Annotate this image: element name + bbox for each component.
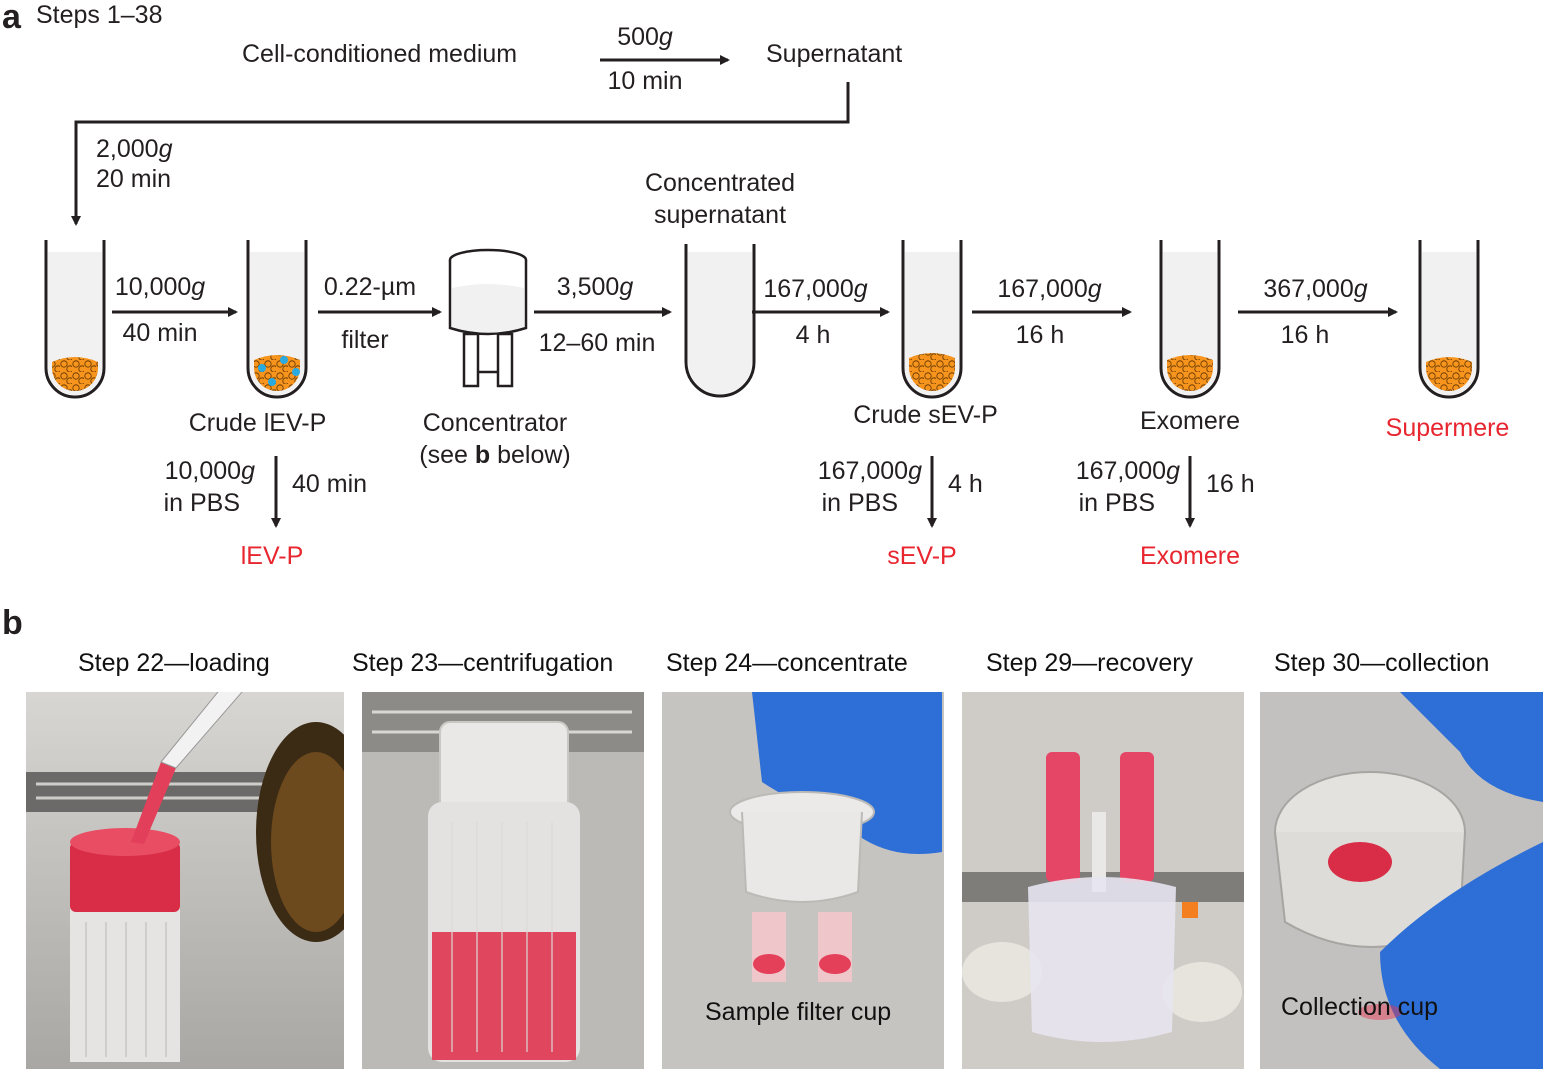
concentrator-device-icon [448, 248, 528, 388]
photo-recovery [962, 692, 1244, 1069]
filter-label: filter [341, 326, 389, 354]
tube-supermere [1418, 240, 1480, 399]
exomere-intermediate-label: Exomere [1139, 407, 1241, 435]
concentrator-label-1: Concentrator [422, 409, 568, 437]
photo-concentrate [662, 692, 944, 1069]
wash2-medium: in PBS [821, 489, 898, 517]
concentrator-label-2: (see b below) [419, 441, 571, 469]
photo-caption-collection: Step 30—collection [1274, 649, 1490, 677]
photo-caption-centrifugation: Step 23—centrifugation [352, 649, 614, 677]
spin3-time: 40 min [122, 319, 198, 347]
panel-b-letter: b [2, 604, 23, 642]
photo-caption-recovery: Step 29—recovery [986, 649, 1194, 677]
tube-crude-sev [901, 240, 963, 399]
photo-centrifugation [362, 692, 644, 1069]
wash3-speed: 167,000g [1075, 457, 1180, 485]
arrow-spin2 [71, 82, 850, 226]
spin1-speed: 500g [617, 23, 673, 51]
spin4-speed: 3,500g [556, 273, 634, 301]
spin6-time: 16 h [1015, 321, 1065, 349]
tube-2000g [44, 240, 106, 399]
photo-caption-concentrate: Step 24—concentrate [666, 649, 908, 677]
supermere-product: Supermere [1385, 414, 1510, 442]
wash2-speed: 167,000g [817, 457, 922, 485]
filter-size: 0.22-µm [323, 273, 417, 301]
spin6-speed: 167,000g [997, 275, 1102, 303]
spin1-time: 10 min [607, 67, 683, 95]
photo-loading [26, 692, 344, 1069]
exomere-product: Exomere [1139, 542, 1241, 570]
concentrated-supernatant-label-1: Concentrated [644, 169, 796, 197]
spin5-speed: 167,000g [763, 275, 868, 303]
tube-exomere [1159, 240, 1221, 399]
collection-cup-label: Collection cup [1281, 993, 1439, 1021]
wash1-time: 40 min [292, 470, 368, 498]
spin7-speed: 367,000g [1263, 275, 1368, 303]
tube-concentrated-supernatant [684, 244, 756, 398]
spin5-time: 4 h [795, 321, 831, 349]
source-medium-label: Cell-conditioned medium [242, 40, 518, 68]
crude-lev-label: Crude lEV-P [188, 409, 327, 437]
wash1-medium: in PBS [163, 489, 240, 517]
wash3-medium: in PBS [1078, 489, 1155, 517]
flow-diagram [44, 55, 1480, 528]
spin3-speed: 10,000g [114, 273, 206, 301]
photo-caption-loading: Step 22—loading [78, 649, 270, 677]
tube-crude-lev [246, 240, 308, 399]
wash2-time: 4 h [948, 470, 983, 498]
spin2-time: 20 min [96, 165, 172, 193]
wash3-time: 16 h [1206, 470, 1255, 498]
supernatant-label: Supernatant [766, 40, 903, 68]
wash1-speed: 10,000g [164, 457, 255, 485]
photo-collection [1260, 692, 1543, 1069]
spin2-speed: 2,000g [96, 135, 173, 163]
sample-filter-cup-label: Sample filter cup [705, 998, 892, 1026]
sev-p-product: sEV-P [887, 542, 957, 570]
spin7-time: 16 h [1280, 321, 1330, 349]
panel-a-letter: a [2, 0, 21, 36]
spin4-time: 12–60 min [538, 329, 656, 357]
steps-range: Steps 1–38 [36, 1, 163, 29]
crude-sev-label: Crude sEV-P [853, 401, 998, 429]
concentrated-supernatant-label-2: supernatant [653, 201, 787, 229]
lev-p-product: lEV-P [240, 542, 304, 570]
